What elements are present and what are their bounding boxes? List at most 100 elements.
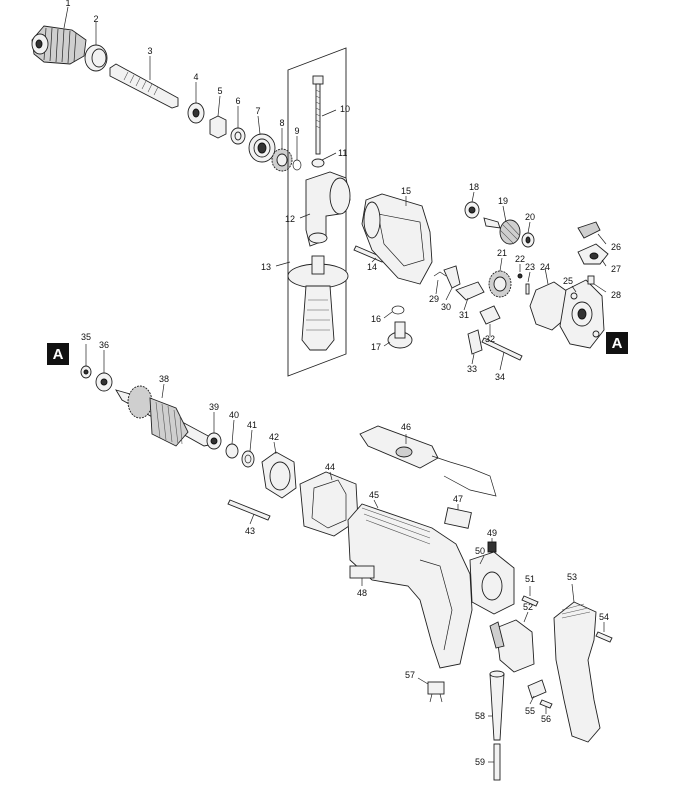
part-55-plate xyxy=(527,679,547,705)
label-part-18: 18 xyxy=(469,182,479,192)
part-54-screw xyxy=(595,622,613,643)
label-part-9: 9 xyxy=(294,126,299,136)
label-part-34: 34 xyxy=(495,372,505,382)
part-17-knob xyxy=(383,321,413,349)
label-part-11: 11 xyxy=(338,148,347,158)
label-part-6: 6 xyxy=(235,96,240,106)
label-part-44: 44 xyxy=(325,462,335,472)
label-part-3: 3 xyxy=(147,46,152,56)
part-43-screw xyxy=(227,499,271,525)
part-45-motor-housing xyxy=(347,499,473,669)
label-part-31: 31 xyxy=(459,310,469,320)
part-9-retaining-ring xyxy=(292,136,302,171)
label-part-39: 39 xyxy=(209,402,219,412)
part-11-ring xyxy=(311,152,337,168)
part-26-lever-cap xyxy=(577,221,607,245)
label-part-26: 26 xyxy=(611,242,621,252)
label-part-22: 22 xyxy=(515,254,525,264)
part-59-cord xyxy=(488,743,501,781)
label-part-40: 40 xyxy=(229,410,239,420)
label-part-45: 45 xyxy=(369,490,379,500)
part-2-ring xyxy=(84,22,108,72)
part-34-rod xyxy=(481,337,523,371)
part-10-depth-rod xyxy=(312,75,337,155)
part-48-label xyxy=(349,565,375,586)
part-47-label xyxy=(444,504,472,529)
label-part-5: 5 xyxy=(217,86,222,96)
part-44-field xyxy=(299,471,359,537)
part-14-screw xyxy=(353,245,385,263)
label-part-56: 56 xyxy=(541,714,551,724)
label-part-7: 7 xyxy=(255,106,260,116)
part-57-noise-suppressor xyxy=(417,677,445,703)
part-7-bearing xyxy=(248,115,276,163)
part-12-handle-clamp xyxy=(299,171,351,247)
part-6-washer xyxy=(230,106,246,145)
part-1-drill-chuck xyxy=(31,6,87,65)
label-part-8: 8 xyxy=(279,118,284,128)
marker-a-left: A xyxy=(47,343,69,365)
label-part-36: 36 xyxy=(99,340,109,350)
part-33-bracket xyxy=(467,329,483,365)
label-part-28: 28 xyxy=(611,290,621,300)
label-part-27: 27 xyxy=(611,264,621,274)
part-40-insulation-washer xyxy=(225,419,239,459)
label-part-17: 17 xyxy=(371,342,381,352)
part-56-screw xyxy=(539,699,553,714)
label-part-35: 35 xyxy=(81,332,91,342)
label-part-16: 16 xyxy=(371,314,381,324)
part-52-switch xyxy=(489,611,535,673)
part-29-spring xyxy=(433,271,447,295)
label-part-25: 25 xyxy=(563,276,573,286)
part-21-gear xyxy=(488,257,512,298)
label-part-58: 58 xyxy=(475,711,485,721)
label-part-57: 57 xyxy=(405,670,415,680)
label-part-59: 59 xyxy=(475,757,485,767)
part-32-clip xyxy=(479,305,501,336)
label-part-55: 55 xyxy=(525,706,535,716)
label-part-19: 19 xyxy=(498,196,508,206)
part-3-spindle xyxy=(109,56,179,109)
part-28-spring xyxy=(587,275,607,293)
part-22-steel-ball xyxy=(517,264,523,279)
marker-a-left-label: A xyxy=(53,346,64,363)
label-part-23: 23 xyxy=(525,262,535,272)
label-part-14: 14 xyxy=(367,262,377,272)
label-part-30: 30 xyxy=(441,302,451,312)
label-part-50: 50 xyxy=(475,546,485,556)
part-25-bearing-box xyxy=(559,279,605,349)
part-31-lock-plate xyxy=(455,281,485,311)
part-42-baffle-plate xyxy=(261,441,297,499)
part-35-small-bearing xyxy=(80,344,92,379)
label-part-41: 41 xyxy=(247,420,257,430)
label-part-51: 51 xyxy=(525,574,535,584)
part-18-bearing xyxy=(464,191,480,219)
part-50-brush-holder xyxy=(469,551,515,615)
label-part-42: 42 xyxy=(269,432,279,442)
part-5-cap xyxy=(209,95,227,139)
part-38-armature xyxy=(115,383,215,447)
part-30-plate xyxy=(443,265,461,301)
part-51-screw xyxy=(521,586,539,607)
part-46-lead-harness xyxy=(359,425,497,497)
label-part-33: 33 xyxy=(467,364,477,374)
label-part-52: 52 xyxy=(523,602,533,612)
label-part-20: 20 xyxy=(525,212,535,222)
label-part-49: 49 xyxy=(487,528,497,538)
label-part-46: 46 xyxy=(401,422,411,432)
label-part-10: 10 xyxy=(340,104,350,114)
part-number-labels: 1 2 3 4 5 6 7 8 9 10 11 12 13 14 15 16 1… xyxy=(65,0,621,767)
part-13-side-grip xyxy=(275,255,349,351)
part-20-bearing xyxy=(521,221,535,248)
label-part-48: 48 xyxy=(357,588,367,598)
label-part-54: 54 xyxy=(599,612,609,622)
label-part-12: 12 xyxy=(285,214,295,224)
label-part-43: 43 xyxy=(245,526,255,536)
marker-a-right: A xyxy=(606,332,628,354)
label-part-24: 24 xyxy=(540,262,550,272)
part-4-bearing xyxy=(187,82,205,124)
part-41-fan-baffle-ring xyxy=(241,429,255,468)
part-15-gear-housing xyxy=(361,193,433,285)
